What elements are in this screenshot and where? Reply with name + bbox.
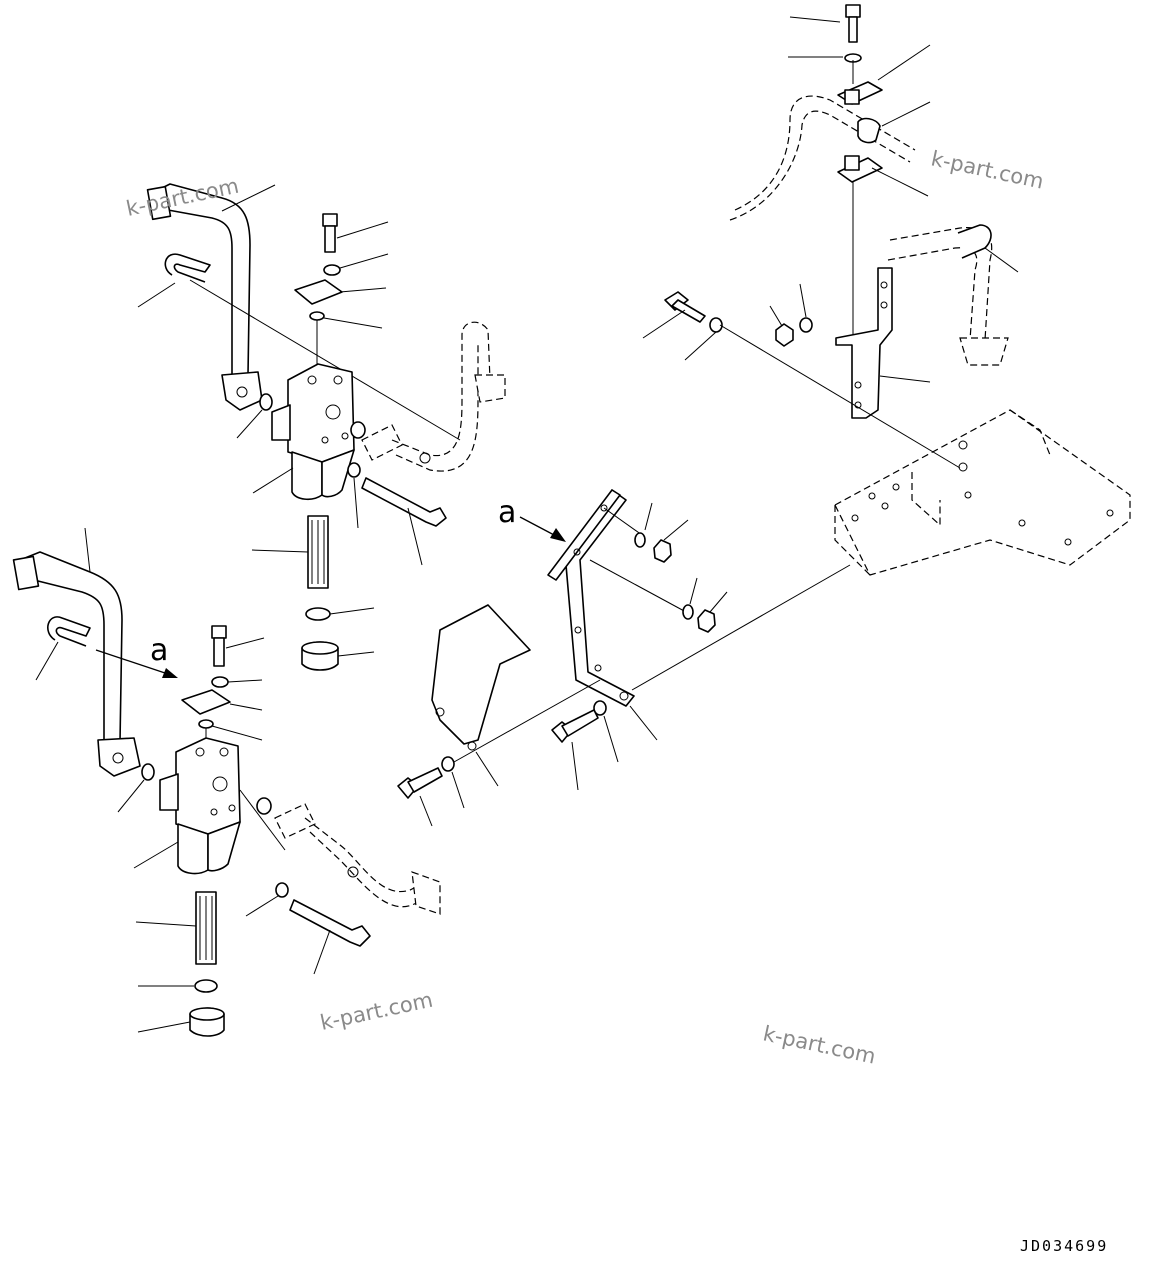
upper-right-hose-clamp-assembly	[729, 4, 931, 345]
watermark-2: k-part.com	[929, 146, 1046, 193]
long-bolt-lower	[289, 899, 371, 947]
bracket-right	[835, 267, 893, 419]
washer-c3	[593, 700, 607, 716]
bolt-top	[845, 4, 861, 18]
washer-c4	[441, 756, 455, 772]
frame-structure	[834, 409, 1131, 576]
view-reference-label: a	[498, 495, 516, 530]
valve-body-lower	[175, 737, 241, 835]
upper-valve-group	[137, 183, 506, 671]
nut-right	[775, 323, 794, 347]
o-ring-lower-valve	[198, 719, 214, 729]
valve-body-upper	[287, 363, 355, 463]
bolt-upper-valve	[322, 213, 338, 227]
u-bolt-right	[957, 224, 992, 259]
washer-lower-valve	[211, 676, 229, 688]
drawing-code: JD034699	[1020, 1237, 1108, 1255]
washer-upper-valve	[323, 264, 341, 276]
washer-c1	[634, 532, 646, 548]
cover-plate	[431, 604, 531, 745]
long-bolt-upper	[361, 477, 447, 527]
lower-valve-group: a	[12, 527, 441, 1037]
nut-c1	[653, 539, 672, 563]
washer-long-bolt-lower	[275, 882, 289, 898]
u-bolt-upper-left	[164, 253, 211, 283]
o-ring-f	[194, 979, 218, 993]
o-ring-c	[305, 607, 331, 621]
watermarks: k-part.com k-part.com k-part.com k-part.…	[124, 146, 1046, 1068]
watermark-3: k-part.com	[318, 988, 435, 1035]
washer-long-bolt-upper	[347, 462, 361, 478]
plate-lower-valve	[181, 689, 231, 715]
watermark-4: k-part.com	[761, 1021, 878, 1068]
washer-c2	[682, 604, 694, 620]
o-ring-e	[256, 797, 272, 815]
nut-c2	[697, 609, 716, 633]
upper-right-bracket-and-hose	[642, 224, 1019, 469]
view-reference-label-lower: a	[150, 633, 168, 668]
o-ring-upper-valve	[309, 311, 325, 321]
cushion	[857, 117, 881, 144]
bolt-lower-valve	[211, 625, 227, 639]
o-ring-a	[259, 393, 273, 411]
u-bolt-lower-left	[47, 616, 91, 647]
o-ring-d	[141, 763, 155, 781]
o-ring-b	[350, 421, 366, 439]
plate-upper-valve	[294, 279, 343, 305]
center-bracket-group: a	[397, 489, 851, 827]
